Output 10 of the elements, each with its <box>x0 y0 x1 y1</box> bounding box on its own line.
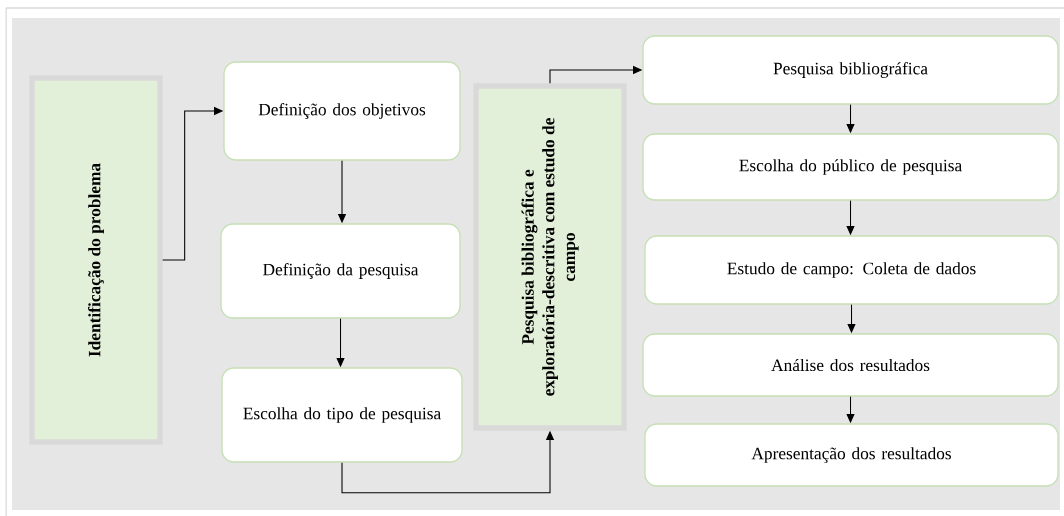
process-box: Definição dos objetivos <box>223 61 461 161</box>
process-box: Pesquisa bibliográfica <box>642 35 1059 105</box>
process-box: Escolha do público de pesquisa <box>642 133 1059 201</box>
process-box: Análise dos resultados <box>642 333 1059 397</box>
process-box: Estudo de campo: Coleta de dados <box>644 235 1059 305</box>
process-box: Apresentação dos resultados <box>644 423 1059 487</box>
process-box: Escolha do tipo de pesquisa <box>221 367 463 463</box>
process-box: Definição da pesquisa <box>220 223 461 319</box>
vertical-text-box: Pesquisa bibliográfica e exploratória-descritiva com estudo de campo <box>473 83 627 431</box>
vertical-text-box: Identificação do problema <box>29 75 163 445</box>
